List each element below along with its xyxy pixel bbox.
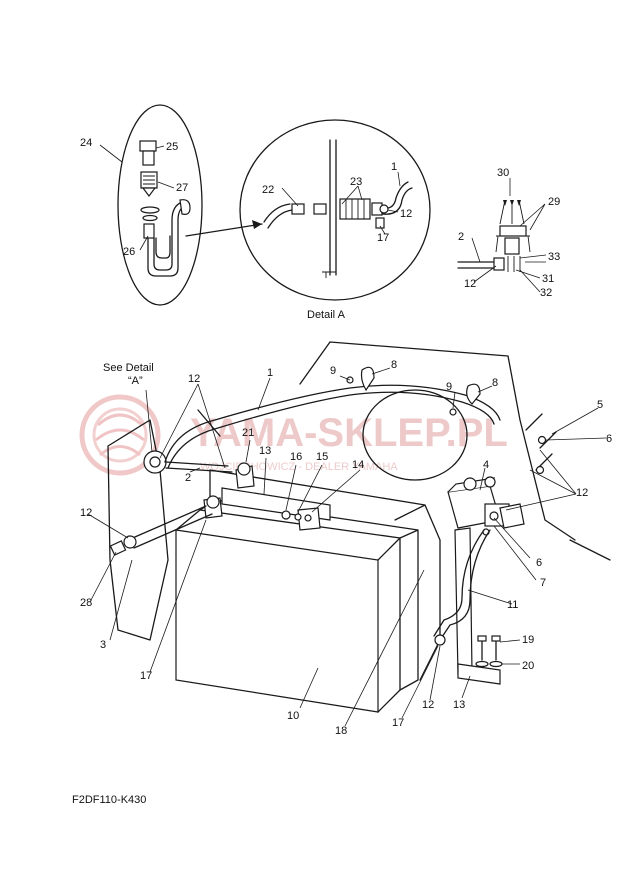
detail-a-caption: Detail A <box>307 309 346 321</box>
callout-17-detail: 17 <box>377 232 389 244</box>
callout-15: 15 <box>316 451 328 463</box>
callout-6-right: 6 <box>606 433 612 445</box>
watermark-text: YAMA-SKLEP.PL <box>190 411 508 455</box>
callout-32: 32 <box>540 287 552 299</box>
callout-2-cluster: 2 <box>458 231 464 243</box>
callout-17-bottom: 17 <box>392 717 404 729</box>
figure-code: F2DF110-K430 <box>72 794 147 806</box>
callout-22: 22 <box>262 184 274 196</box>
callout-8-left: 8 <box>391 359 397 371</box>
callout-7: 7 <box>540 577 546 589</box>
callout-12-top: 12 <box>188 373 200 385</box>
callout-10: 10 <box>287 710 299 722</box>
callout-1-detail: 1 <box>391 161 397 173</box>
callout-24: 24 <box>80 137 92 149</box>
callout-26: 26 <box>123 246 135 258</box>
callout-14: 14 <box>352 459 364 471</box>
callout-31: 31 <box>542 273 554 285</box>
callout-12-right: 12 <box>576 487 588 499</box>
callout-1: 1 <box>267 367 273 379</box>
callout-25: 25 <box>166 141 178 153</box>
callout-labels: 24 25 27 26 22 23 1 12 17 30 29 2 33 12 … <box>80 137 612 737</box>
leader-lines <box>87 144 607 727</box>
callout-6-bottom: 6 <box>536 557 542 569</box>
main-assembly <box>107 341 611 713</box>
callout-12-bottom: 12 <box>422 699 434 711</box>
callout-4: 4 <box>483 459 489 471</box>
callout-30: 30 <box>497 167 509 179</box>
watermark-logo <box>79 394 161 476</box>
callout-16: 16 <box>290 451 302 463</box>
callout-33: 33 <box>548 251 560 263</box>
callout-27: 27 <box>176 182 188 194</box>
callout-5: 5 <box>597 399 603 411</box>
callout-12-detail: 12 <box>400 208 412 220</box>
callout-21: 21 <box>242 427 254 439</box>
assembly-24 <box>117 104 263 306</box>
see-detail-ref: “A” <box>128 375 143 387</box>
callout-8-right: 8 <box>492 377 498 389</box>
callout-13-bottom: 13 <box>453 699 465 711</box>
callout-9-left: 9 <box>330 365 336 377</box>
valve-cluster <box>457 199 546 272</box>
callout-19: 19 <box>522 634 534 646</box>
callout-28: 28 <box>80 597 92 609</box>
callout-2: 2 <box>185 472 191 484</box>
callout-23: 23 <box>350 176 362 188</box>
callout-13-top: 13 <box>259 445 271 457</box>
callout-11: 11 <box>507 599 518 611</box>
callout-20: 20 <box>522 660 534 672</box>
callout-17-left: 17 <box>140 670 152 682</box>
callout-12-left: 12 <box>80 507 92 519</box>
callout-9-right: 9 <box>446 381 452 393</box>
detail-a: Detail A <box>239 119 431 321</box>
see-detail-label: See Detail <box>103 362 154 374</box>
callout-3: 3 <box>100 639 106 651</box>
callout-29: 29 <box>548 196 560 208</box>
callout-12-cluster: 12 <box>464 278 476 290</box>
callout-18: 18 <box>335 725 347 737</box>
